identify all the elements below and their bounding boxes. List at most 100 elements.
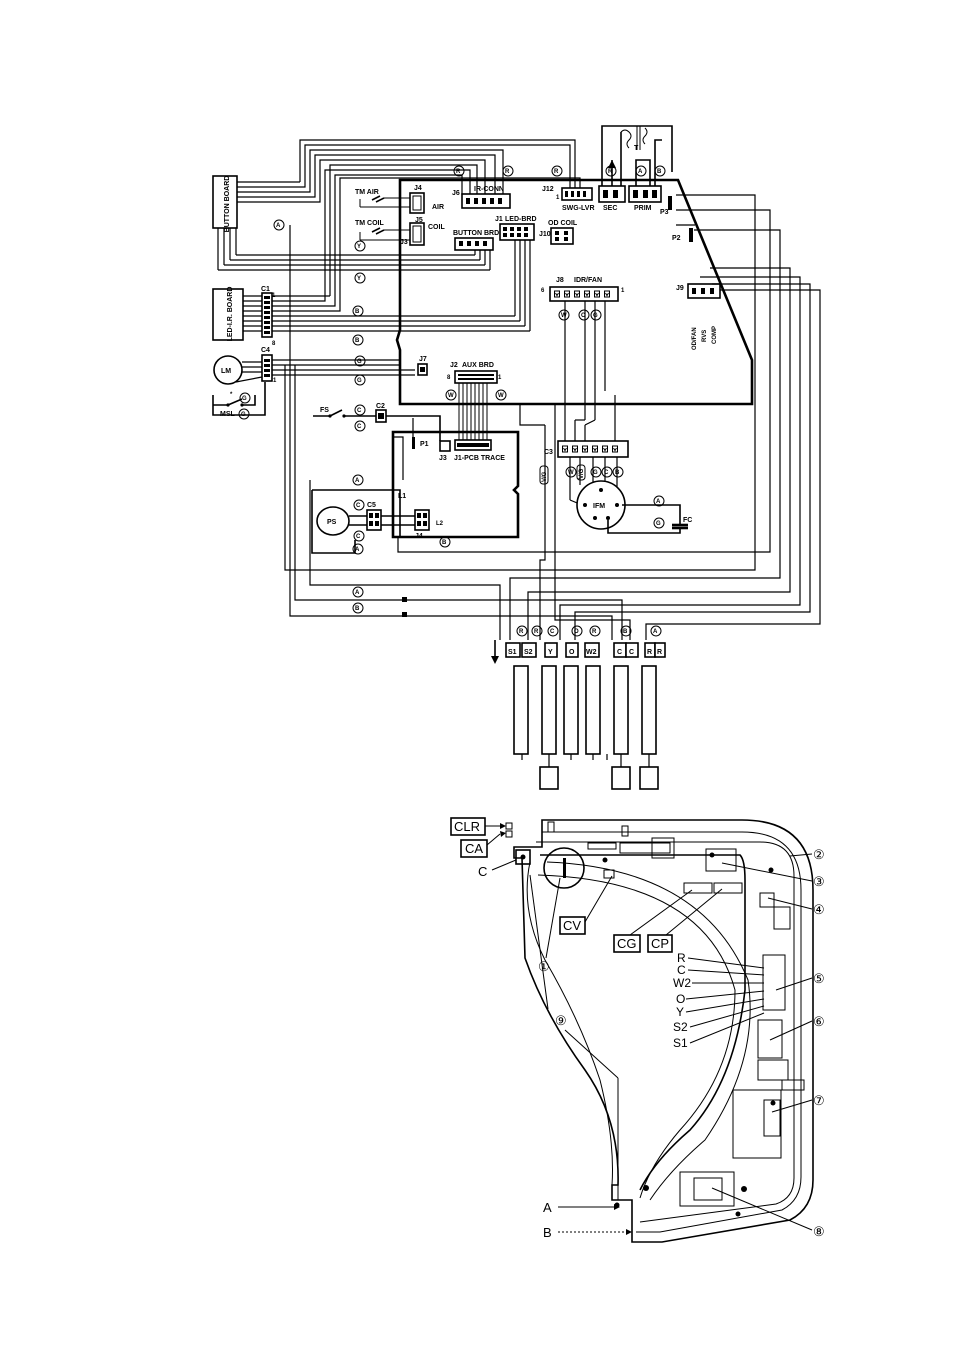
num-text: ①: [538, 959, 550, 974]
label-s1: S1: [673, 1036, 688, 1050]
terminal-c2: C: [629, 649, 634, 656]
c4-label: C4: [261, 347, 270, 354]
j4-lower-label: J4: [415, 533, 423, 540]
code-text: C: [604, 470, 609, 476]
wire-code-c: C C C C C C C: [353, 309, 613, 637]
connector-c5: C5: [349, 502, 415, 531]
lm-label: LM: [221, 368, 231, 375]
connector-c4: C4 1: [261, 347, 415, 384]
label-y: Y: [676, 1005, 684, 1019]
code-text: G: [593, 470, 598, 476]
top-harness: [299, 139, 581, 312]
code-text: G: [241, 412, 246, 418]
code-text: G: [357, 378, 362, 384]
lower-pcb: [391, 430, 520, 539]
j10-name: OD COIL: [548, 220, 578, 227]
louver-motor: LM: [213, 355, 263, 385]
terminal-block: S1 S2 Y O W2 C C R R: [505, 642, 666, 790]
terminal-w2: W2: [586, 649, 597, 656]
num-text: ②: [813, 847, 825, 862]
tm-coil-label: TM COIL: [355, 220, 384, 227]
round-vent: [543, 847, 585, 889]
p2-label: P2: [672, 235, 681, 242]
code-text: R: [534, 629, 539, 635]
code-text: W: [498, 393, 504, 399]
wire-code-w: W W W W: [445, 309, 577, 478]
label-o: O: [676, 992, 685, 1006]
code-text: W: [561, 313, 567, 319]
code-text: B: [355, 338, 360, 344]
prim-label: PRIM: [634, 205, 652, 212]
num-text: ⑥: [813, 1014, 825, 1029]
connector-j1: J1 LED-BRD: [495, 216, 537, 241]
cp-label: CP: [651, 936, 669, 951]
code-text: R: [554, 169, 559, 175]
callout-7: ⑦: [771, 1093, 825, 1113]
callout-clr: CLR: [450, 817, 513, 836]
j4-label: J4: [414, 185, 422, 192]
connector-j9: J9 OD/FAN RVS COMP: [676, 283, 721, 350]
wire-code-g: G G G G G G G: [238, 309, 665, 529]
c4-pin-1: 1: [273, 378, 277, 384]
sec-label: SEC: [603, 205, 617, 212]
tm-air-label: TM AIR: [355, 189, 379, 196]
j2-name: AUX BRD: [462, 362, 494, 369]
j8-pin-1: 1: [621, 288, 625, 294]
num-text: ④: [813, 902, 825, 917]
c5-label: C5: [367, 502, 376, 509]
ground-arrow: [491, 656, 499, 664]
j8-name: IDR/FAN: [574, 277, 602, 284]
terminal-r2: R: [657, 649, 662, 656]
code-text: A: [638, 169, 643, 175]
code-text: B: [657, 169, 662, 175]
callout-c: C: [478, 859, 517, 879]
ifm-label: IFM: [593, 503, 605, 510]
callout-a: A: [543, 1200, 620, 1215]
ps-label: PS: [327, 519, 337, 526]
fs-switch: FS: [313, 407, 376, 418]
connector-j2: J2 AUX BRD 8 1: [447, 362, 502, 440]
code-text: A: [355, 547, 360, 553]
callout-6: ⑥: [769, 1014, 825, 1041]
code-text: C: [581, 313, 586, 319]
transformer-t: T: [601, 125, 673, 186]
code-text: R: [592, 629, 597, 635]
label-c: C: [677, 963, 686, 977]
code-text: V/G: [579, 468, 585, 479]
tm-coil-sensor: TM COIL J5 COIL J3: [355, 217, 445, 246]
l2-label: L2: [436, 521, 444, 527]
indoor-fan-motor: IFM FC: [569, 457, 692, 534]
code-text: A: [355, 478, 360, 484]
code-text: C: [357, 424, 362, 430]
c1-label: C1: [261, 286, 270, 293]
j8-label: J8: [556, 277, 564, 284]
wire-code-b: B B B B B B B: [352, 165, 666, 637]
callout-cv: CV: [559, 875, 613, 935]
callout-ca: CA: [460, 830, 513, 858]
j12-label: J12: [542, 186, 554, 193]
callout-cg: CG: [613, 889, 693, 953]
j2-pin-8: 8: [447, 375, 451, 381]
connector-j8: J8 IDR/FAN 6 1: [541, 277, 625, 302]
callout-3: ③: [721, 862, 825, 889]
connector-j4-lower: J4: [414, 509, 430, 540]
led-ir-board: LED-I.R. BOARD: [212, 287, 262, 341]
code-text: W: [568, 470, 574, 476]
j6-label: J6: [452, 190, 460, 197]
j12-name: SWG-LVR: [562, 205, 595, 212]
num-text: ⑧: [813, 1224, 825, 1239]
power-supply: PS: [311, 489, 401, 554]
label-r: R: [677, 951, 686, 965]
code-text: G: [357, 359, 362, 365]
code-text: A: [656, 499, 661, 505]
ca-label: CA: [465, 841, 483, 856]
code-text: O: [574, 629, 579, 635]
terminal-y: Y: [548, 649, 553, 656]
wiring-diagram: BUTTON BOARD: [212, 125, 821, 790]
p1-label: P1: [420, 441, 429, 448]
p3-label: P3: [660, 209, 669, 216]
code-text: A: [355, 590, 360, 596]
j9-comp: COMP: [712, 326, 718, 344]
j10-label: J10: [539, 231, 551, 238]
